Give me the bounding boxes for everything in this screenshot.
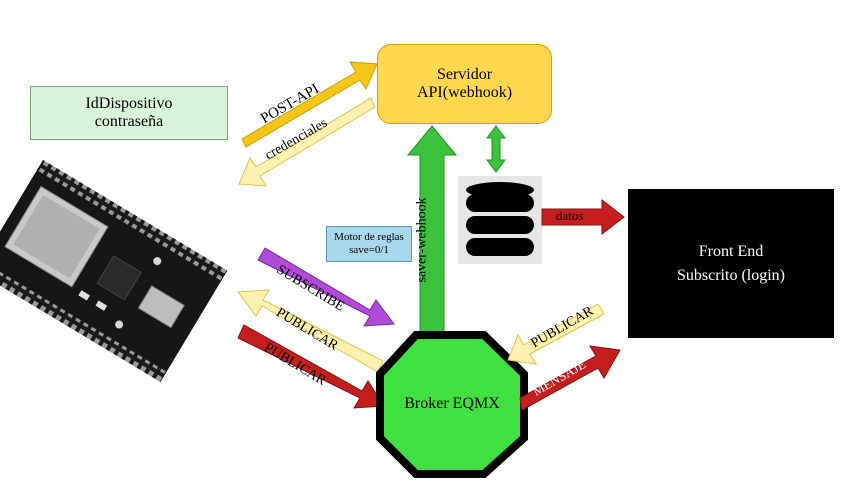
frontend-line2: Subscrito (login) (677, 266, 785, 284)
broker-octagon (376, 331, 528, 478)
saver-webhook-label: saver-webhook (414, 197, 430, 283)
esp32-dev-board-icon (0, 159, 228, 383)
database-icon (466, 182, 534, 256)
datos-arrow (541, 198, 625, 236)
publicar-front-arrow (507, 303, 605, 365)
rules-engine-box: Motor de reglas save=0/1 (326, 226, 412, 262)
publicar-in-arrow (237, 289, 384, 373)
api-server-box: Servidor API(webhook) (377, 44, 552, 124)
mensaje-arrow (519, 345, 621, 411)
broker-label: Broker EQMX (404, 395, 500, 412)
credentials-line2: contraseña (94, 113, 164, 130)
credentials-box: IdDispositivo contraseña (30, 86, 228, 140)
saver-webhook-arrow (406, 125, 458, 335)
credenciales-arrow (238, 97, 376, 187)
api-line2: API(webhook) (416, 84, 513, 101)
post-api-arrow (241, 61, 378, 148)
publicar-out-arrow (237, 324, 385, 409)
rules-line2: save=0/1 (349, 244, 389, 256)
api-line1: Servidor (436, 66, 493, 83)
api-db-double-arrow (486, 125, 506, 173)
subscribe-arrow (257, 247, 395, 327)
frontend-box: Front End Subscrito (login) (628, 189, 834, 338)
rules-line1: Motor de reglas (334, 230, 404, 243)
datos-label: datos (556, 208, 584, 223)
credentials-line1: IdDispositivo (85, 95, 173, 112)
frontend-line1: Front End (698, 242, 764, 260)
